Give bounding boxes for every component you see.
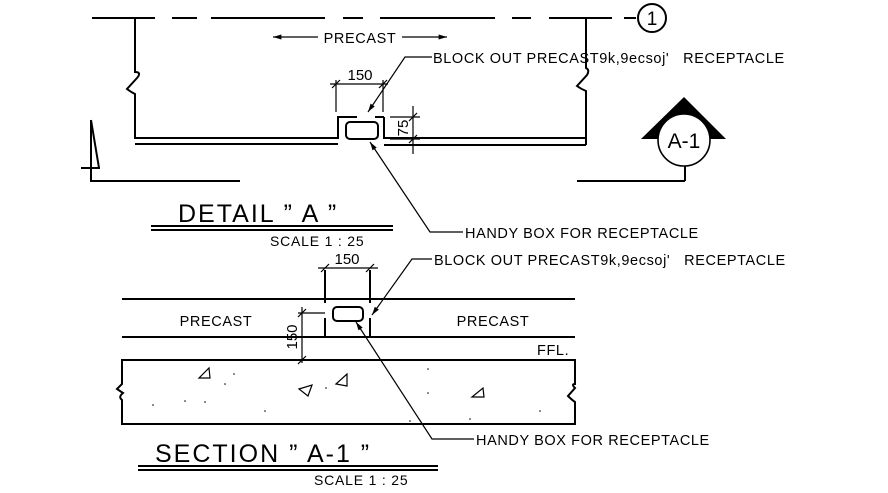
dim-height-label: 75 [395, 120, 412, 137]
left-wall-break [125, 18, 357, 139]
grid-bubble-label: 1 [647, 9, 658, 30]
section-dimension-width: 150 [318, 251, 378, 273]
callout-block-out: BLOCK OUT PRECAST9k,9ecsoj' RECEPTACLE [433, 51, 785, 67]
ffl-label: FFL. [537, 343, 569, 359]
handy-box-section [332, 306, 364, 322]
detail-title: DETAIL ” A ” [178, 200, 338, 228]
aggregate-marks [152, 366, 541, 422]
callout-handy-box: HANDY BOX FOR RECEPTACLE [465, 226, 699, 242]
left-precast-label: PRECAST [180, 314, 253, 330]
section-dim-height-label: 150 [284, 324, 301, 349]
section-marker: A-1 [641, 97, 726, 181]
section-callout-handy-box: HANDY BOX FOR RECEPTACLE [476, 433, 710, 449]
right-precast-label: PRECAST [457, 314, 530, 330]
section-a1: PRECAST PRECAST FFL. 150 150 [115, 251, 786, 488]
section-dim-width-label: 150 [334, 251, 359, 268]
dimension-height: 75 [390, 106, 420, 154]
section-dimension-height: 150 [284, 307, 330, 365]
section-marker-label: A-1 [668, 130, 701, 153]
precast-direction-label: PRECAST [324, 31, 397, 47]
section-title: SECTION ” A-1 ” [155, 440, 371, 468]
concrete-slab [115, 359, 577, 425]
section-leader-handy-box [355, 321, 474, 440]
section-scale: SCALE 1 : 25 [314, 472, 408, 488]
section-callout-block-out: BLOCK OUT PRECAST9k,9ecsoj' RECEPTACLE [434, 253, 786, 269]
handy-box [345, 121, 379, 140]
section-leader-block-out [371, 258, 432, 316]
dim-width-label: 150 [347, 67, 372, 84]
dimension-width: 150 [330, 67, 388, 112]
right-wall-break [575, 18, 590, 145]
detail-scale: SCALE 1 : 25 [270, 233, 364, 249]
grid-bubble: 1 [637, 3, 667, 33]
detail-a: 1 150 75 PRECA [81, 3, 785, 249]
break-mark [90, 119, 100, 169]
leader-handy-box [369, 141, 463, 233]
leader-block-out [367, 56, 432, 113]
